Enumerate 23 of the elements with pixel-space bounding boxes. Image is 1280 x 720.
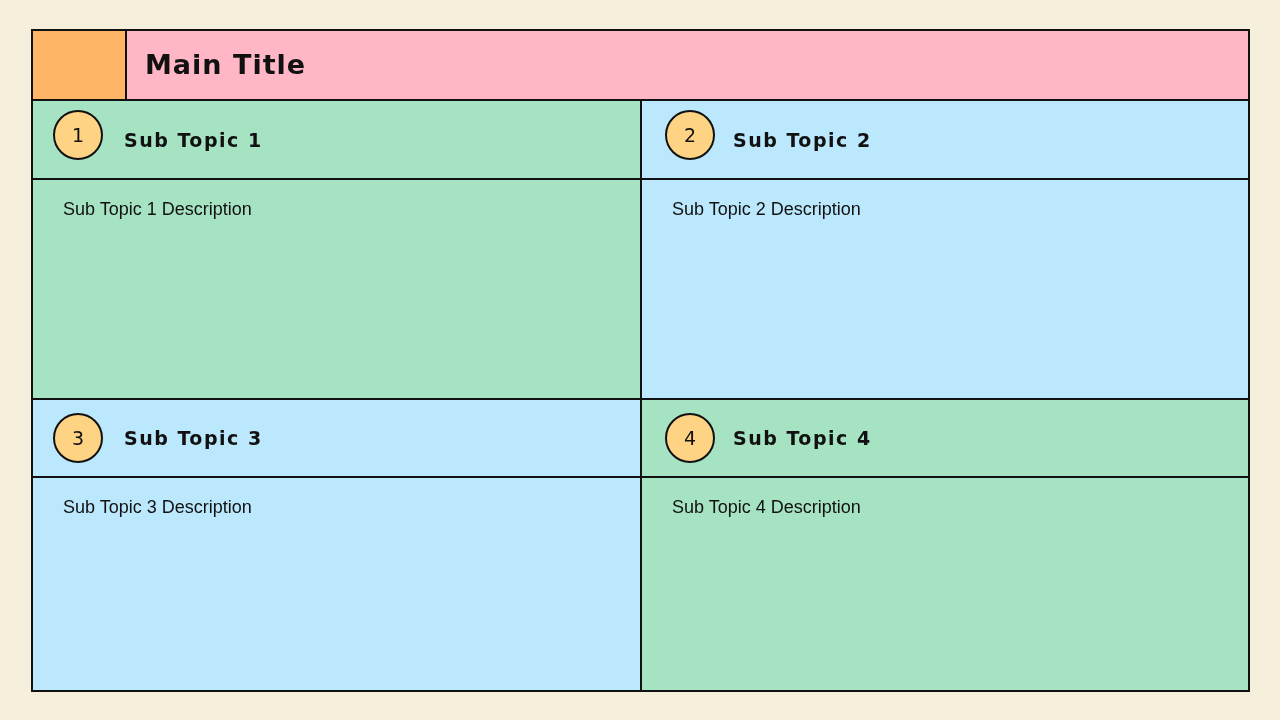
number-circle: 4 <box>665 413 715 463</box>
heading-text: Sub Topic 2 <box>733 128 872 151</box>
description-text: Sub Topic 1 Description <box>63 199 252 221</box>
description-panel <box>640 476 1250 692</box>
description-text: Sub Topic 2 Description <box>672 199 861 221</box>
number-circle: 1 <box>53 110 103 160</box>
title-text: Main Title <box>145 48 307 82</box>
description-panel <box>31 476 642 692</box>
heading-text: Sub Topic 3 <box>124 426 263 450</box>
heading-text: Sub Topic 1 <box>124 128 263 151</box>
description-panel <box>640 178 1250 400</box>
description-panel <box>31 178 642 400</box>
square-block <box>31 29 127 101</box>
header-band <box>31 99 642 180</box>
title-band <box>125 29 1250 101</box>
header-band <box>31 398 642 478</box>
description-text: Sub Topic 3 Description <box>63 497 252 519</box>
heading-text: Sub Topic 4 <box>733 426 872 450</box>
description-text: Sub Topic 4 Description <box>672 497 861 519</box>
header-band <box>640 99 1250 180</box>
number-circle: 2 <box>665 110 715 160</box>
number-circle: 3 <box>53 413 103 463</box>
header-band <box>640 398 1250 478</box>
